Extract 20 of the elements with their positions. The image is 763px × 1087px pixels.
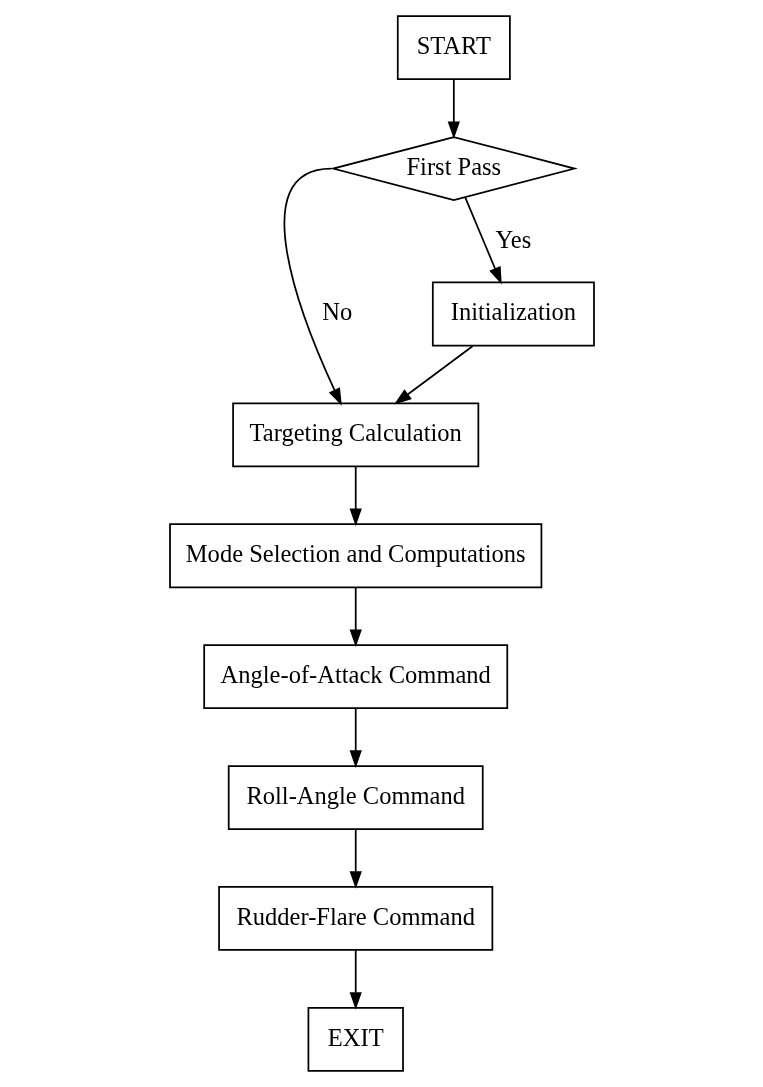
edge-label: No — [321, 298, 352, 326]
edge-label: Yes — [495, 225, 531, 253]
node-box: EXIT — [307, 1006, 404, 1072]
arrow — [349, 949, 362, 1010]
node-box: START — [396, 15, 511, 81]
node-box: Roll-Angle Command — [227, 765, 484, 830]
arrow — [447, 78, 460, 139]
arrow — [349, 586, 362, 647]
node-diamond: First Pass — [329, 136, 578, 201]
node-box: Rudder-Flare Command — [217, 886, 493, 951]
node-box: Angle-of-Attack Command — [202, 644, 508, 710]
arrow — [283, 167, 342, 406]
arrow — [349, 465, 362, 527]
arrow — [349, 707, 362, 768]
node-box: Initialization — [431, 281, 595, 347]
node-box: Targeting Calculation — [231, 402, 479, 468]
arrow — [393, 345, 474, 405]
node-box: Mode Selection and Computations — [168, 523, 542, 589]
arrow — [463, 196, 502, 285]
arrow — [349, 828, 362, 889]
